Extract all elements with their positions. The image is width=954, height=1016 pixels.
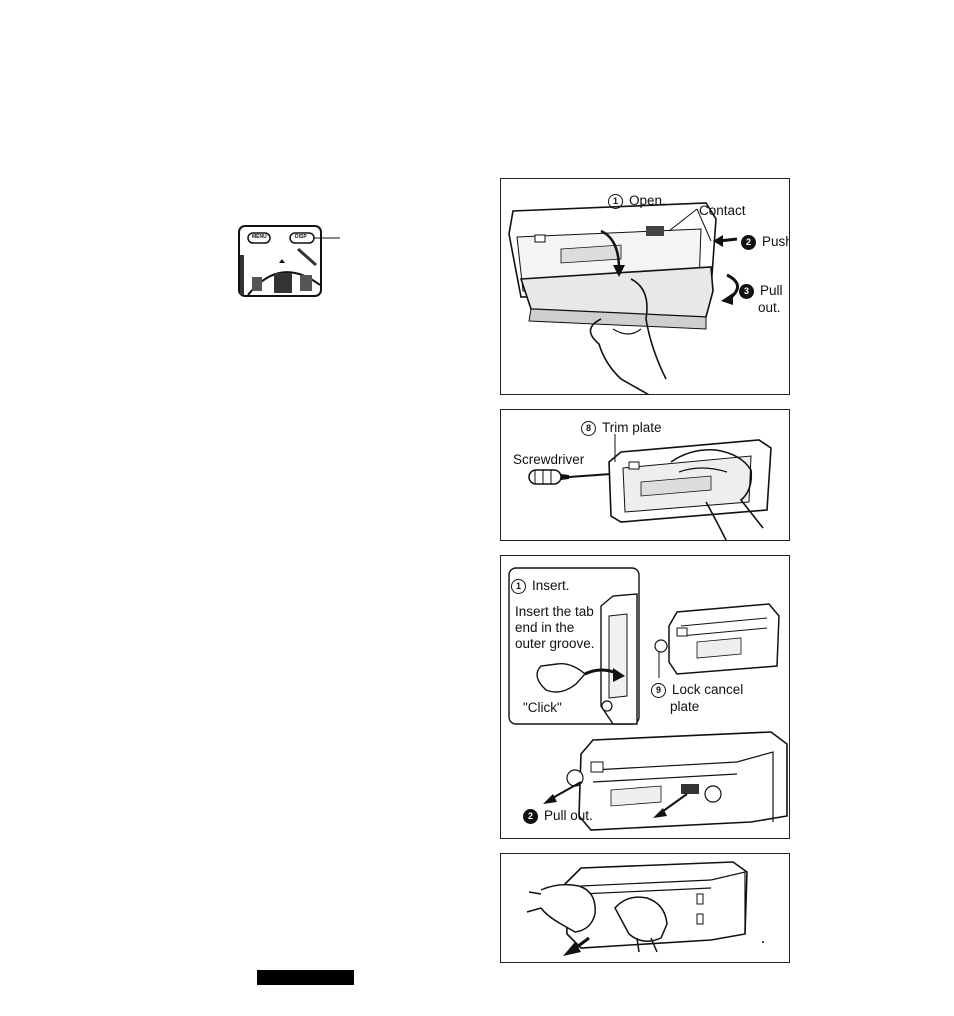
step-number-badge: 2: [741, 235, 756, 250]
lock-cancel-plate-label: 9 Lock cancel: [651, 682, 743, 698]
step-open-label: 1 Open.: [608, 193, 666, 209]
contact-label: Contact: [699, 203, 746, 219]
step-pull-out-label-line2: out.: [758, 300, 781, 316]
remove-unit-illustration: [501, 854, 790, 963]
step-text: Open.: [629, 193, 666, 208]
disp-button-label: DISP: [295, 234, 307, 240]
remote-control-illustration: MENU DISP: [238, 225, 322, 297]
step-text: Pull out.: [544, 808, 593, 823]
step-push-label: 2 Push.: [741, 234, 790, 250]
panel-remove-faceplate: 1 Open. Contact 2 Push. 3 Pull out.: [500, 178, 790, 395]
lock-cancel-illustration: [501, 556, 790, 839]
step-pull-out-label: 2 Pull out.: [523, 808, 593, 824]
step-pull-out-label: 3 Pull: [739, 283, 783, 299]
step-text: Pull: [760, 283, 783, 298]
instruction-line-1: Insert the tab: [515, 604, 594, 620]
click-label: "Click": [523, 700, 562, 716]
step-insert-label: 1 Insert.: [511, 578, 570, 594]
step-text: Push.: [762, 234, 790, 249]
trim-plate-label: 8 Trim plate: [581, 420, 662, 436]
instruction-line-2: end in the: [515, 620, 574, 636]
menu-button-label: MENU: [252, 234, 267, 240]
panel-lock-cancel: 1 Insert. Insert the tab end in the outer…: [500, 555, 790, 839]
part-text: Trim plate: [602, 420, 662, 435]
part-number-badge: 8: [581, 421, 596, 436]
instruction-line-3: outer groove.: [515, 636, 595, 652]
lock-cancel-plate-label-line2: plate: [670, 699, 699, 715]
part-number-badge: 9: [651, 683, 666, 698]
panel-trim-plate: 8 Trim plate Screwdriver: [500, 409, 790, 541]
section-header-bar: [257, 970, 354, 985]
screwdriver-label: Screwdriver: [513, 452, 584, 468]
step-text: Insert.: [532, 578, 570, 593]
panel-remove-unit: [500, 853, 790, 963]
part-text: Lock cancel: [672, 682, 743, 697]
step-number-badge: 1: [511, 579, 526, 594]
step-number-badge: 2: [523, 809, 538, 824]
step-number-badge: 1: [608, 194, 623, 209]
step-number-badge: 3: [739, 284, 754, 299]
